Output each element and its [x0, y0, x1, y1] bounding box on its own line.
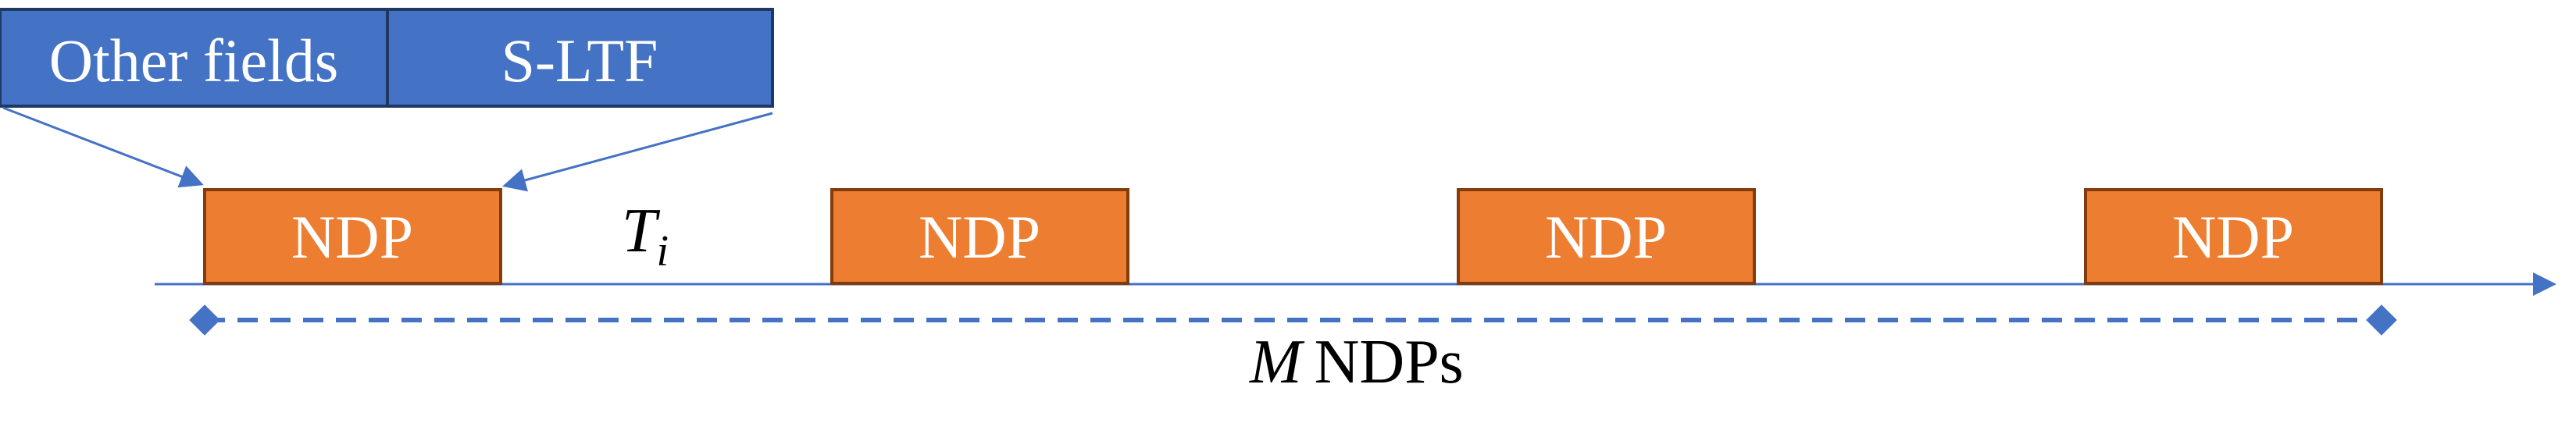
s-ltf-block — [386, 8, 774, 108]
interval-subscript: i — [657, 227, 669, 276]
other-fields-label: Other fields — [49, 27, 338, 94]
ndp-block — [1457, 188, 1756, 285]
ndp-label: NDP — [919, 203, 1040, 271]
ndp-label: NDP — [1545, 203, 1667, 271]
interval-symbol: T — [622, 197, 661, 265]
ndp-block — [830, 188, 1129, 285]
span-end-diamond — [2366, 304, 2397, 336]
ndp-sequence: NDP NDP NDP NDP — [203, 188, 2383, 285]
span-start-diamond — [189, 304, 220, 336]
packet-structure: Other fields S-LTF — [0, 8, 774, 108]
interval-label: Ti — [622, 197, 669, 276]
ndp-label: NDP — [2172, 203, 2294, 271]
span-text: NDPs — [1315, 328, 1464, 397]
right-callout-line — [502, 112, 773, 192]
left-callout-line — [2, 106, 204, 188]
span-symbol: M — [1249, 328, 1305, 397]
s-ltf-label: S-LTF — [501, 27, 658, 94]
ndp-label: NDP — [291, 203, 413, 271]
ndp-block — [2084, 188, 2383, 285]
ndp-block — [203, 188, 502, 285]
